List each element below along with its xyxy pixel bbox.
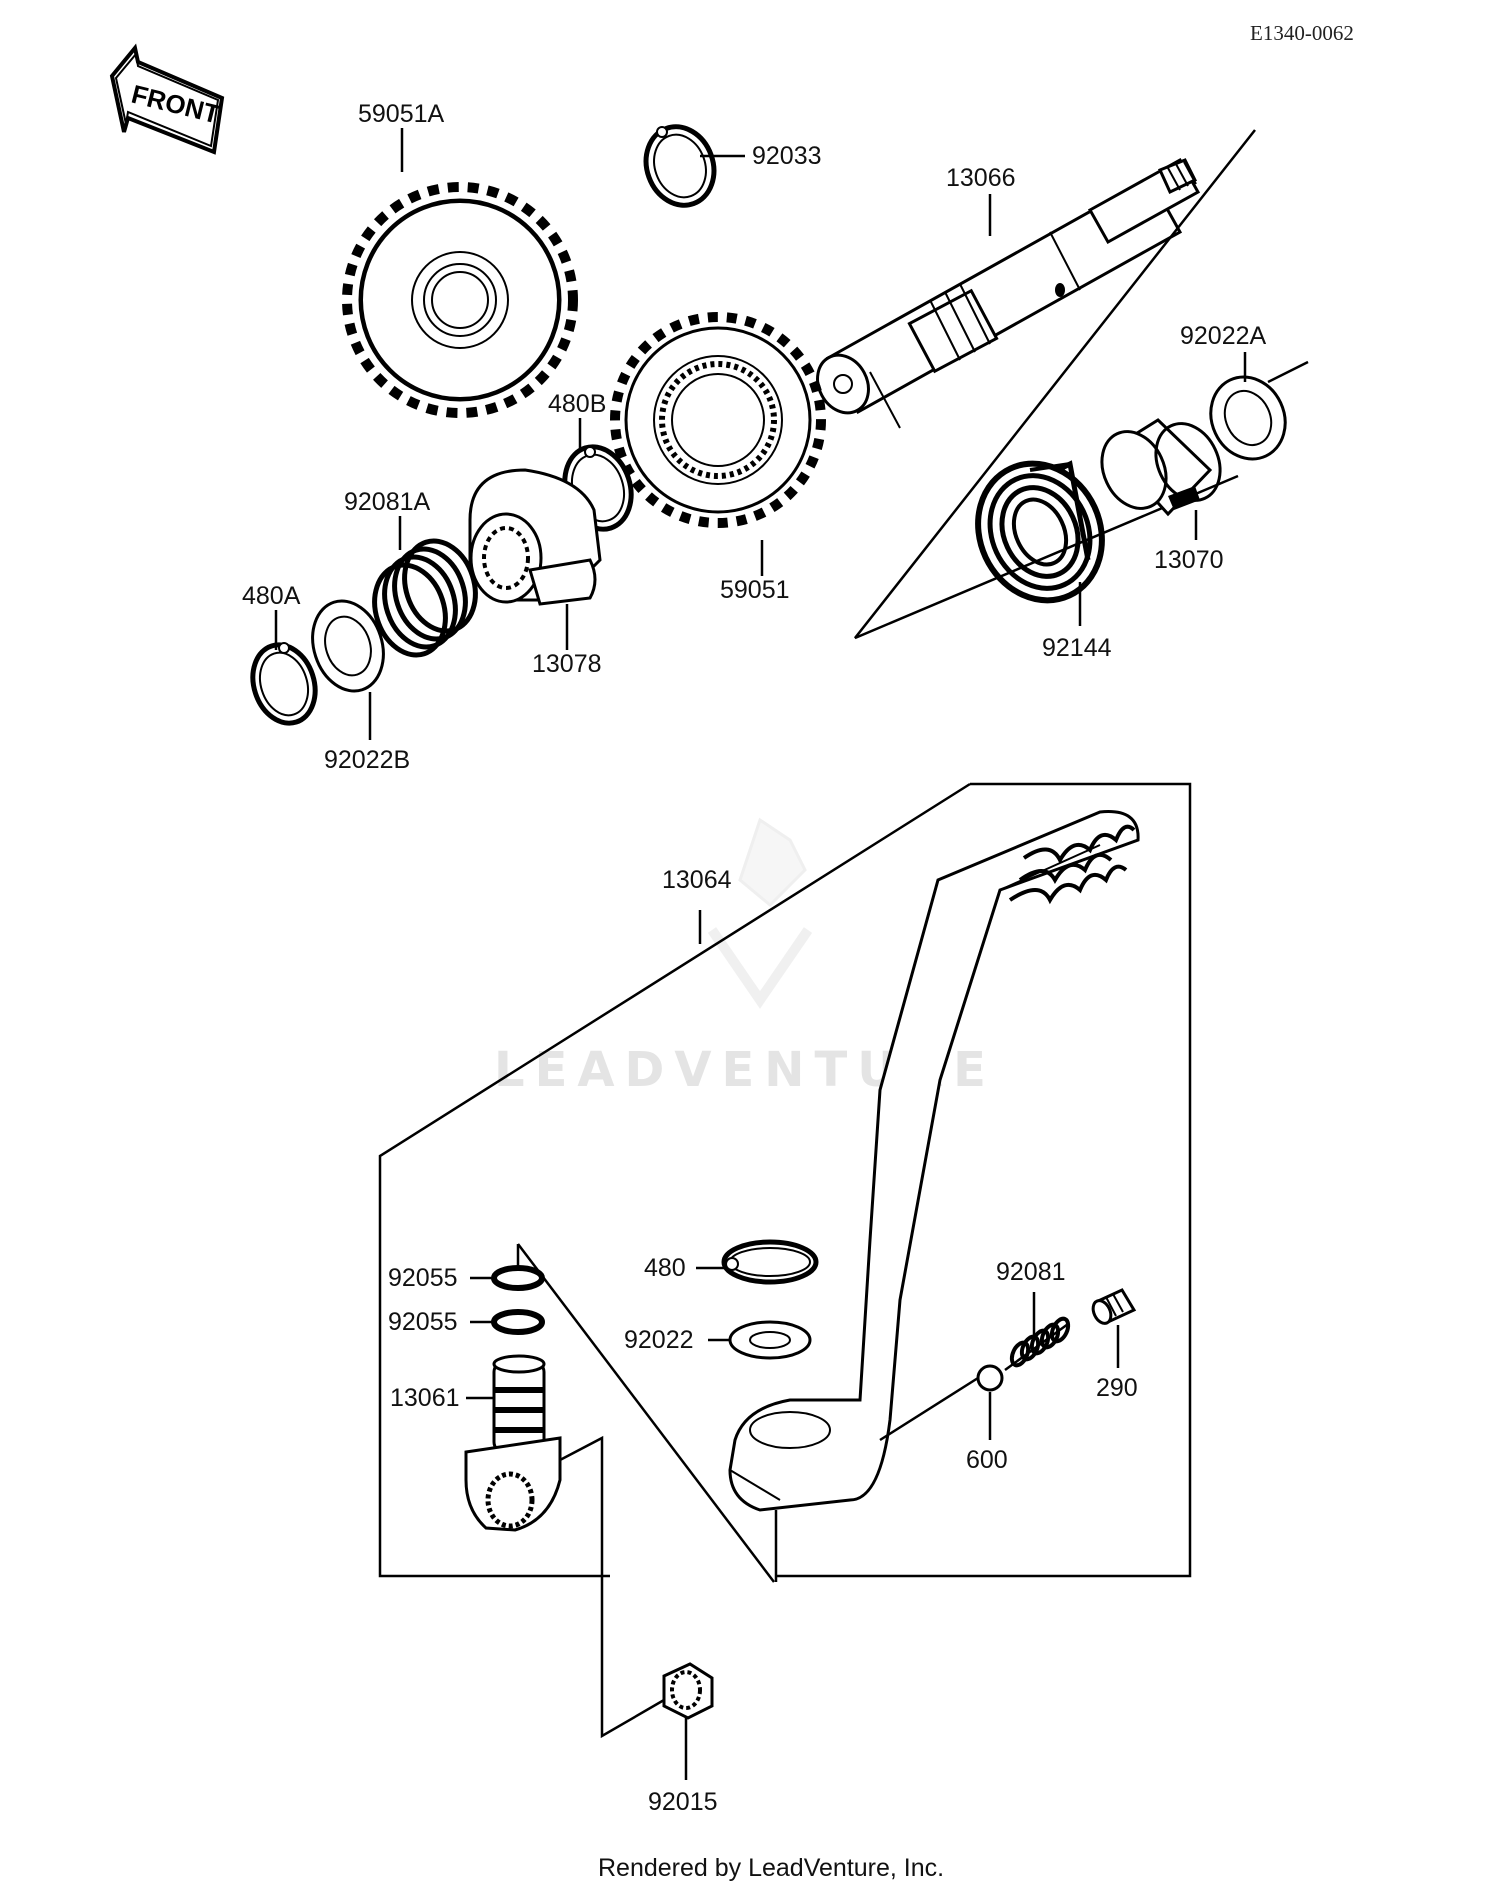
spring-92081A bbox=[372, 538, 478, 658]
callout-92055-lower: 92055 bbox=[388, 1308, 458, 1336]
circlip-92033 bbox=[643, 124, 717, 208]
callout-92022: 92022 bbox=[624, 1326, 694, 1354]
spring-92081 bbox=[1009, 1316, 1071, 1368]
callout-92022A: 92022A bbox=[1180, 322, 1267, 350]
footer-credit: Rendered by LeadVenture, Inc. bbox=[598, 1854, 944, 1882]
callout-13066: 13066 bbox=[946, 164, 1016, 192]
callout-480B: 480B bbox=[548, 390, 606, 418]
callout-92033: 92033 bbox=[752, 142, 822, 170]
ratchet-13078 bbox=[468, 468, 602, 606]
screw-290 bbox=[1091, 1288, 1137, 1325]
callout-92144: 92144 bbox=[1042, 634, 1112, 662]
callout-13061: 13061 bbox=[390, 1384, 460, 1412]
spring-92144 bbox=[975, 460, 1105, 604]
watermark-logo-icon bbox=[707, 817, 813, 1009]
callout-92081: 92081 bbox=[996, 1258, 1066, 1286]
gear-59051A bbox=[342, 182, 578, 418]
washer-92022 bbox=[728, 1320, 812, 1360]
diagram-code: E1340-0062 bbox=[1250, 21, 1354, 45]
assembly-bracket-upper bbox=[854, 129, 1256, 640]
washer-92022B bbox=[311, 599, 385, 693]
callout-480A: 480A bbox=[242, 582, 301, 610]
washer-92022A bbox=[1209, 375, 1287, 461]
callout-92022B: 92022B bbox=[324, 746, 410, 774]
callout-labels: 59051A 92033 13066 92022A 480B 92081A 48… bbox=[242, 100, 1267, 1816]
collar-13070 bbox=[1100, 418, 1222, 517]
nut-92015 bbox=[662, 1662, 714, 1720]
callout-92081A: 92081A bbox=[344, 488, 431, 516]
shaft-13061 bbox=[464, 1354, 562, 1532]
leader-lines-upper bbox=[274, 128, 1247, 740]
o-ring-92055-upper bbox=[491, 1265, 545, 1291]
circlip-480 bbox=[721, 1239, 819, 1285]
callout-480: 480 bbox=[644, 1254, 686, 1282]
kick-pedal-13064 bbox=[728, 810, 1140, 1512]
callout-59051: 59051 bbox=[720, 576, 790, 604]
ball-600 bbox=[976, 1364, 1004, 1392]
callout-92055-upper: 92055 bbox=[388, 1264, 458, 1292]
callout-13070: 13070 bbox=[1154, 546, 1224, 574]
callout-13078: 13078 bbox=[532, 650, 602, 678]
callout-290: 290 bbox=[1096, 1374, 1138, 1402]
callout-59051A: 59051A bbox=[358, 100, 445, 128]
leader-line bbox=[378, 782, 971, 1578]
shaft-13066 bbox=[816, 157, 1201, 429]
leader-line bbox=[1267, 360, 1309, 384]
front-arrow-icon: FRONT bbox=[109, 43, 225, 155]
callout-13064: 13064 bbox=[662, 866, 732, 894]
gear-59051 bbox=[610, 312, 826, 528]
callout-600: 600 bbox=[966, 1446, 1008, 1474]
leader-lines-lower bbox=[466, 910, 1120, 1780]
circlip-480A bbox=[250, 642, 318, 726]
o-ring-92055-lower bbox=[491, 1309, 545, 1335]
assembly-bracket-lower bbox=[776, 782, 1192, 1578]
callout-92015: 92015 bbox=[648, 1788, 718, 1816]
